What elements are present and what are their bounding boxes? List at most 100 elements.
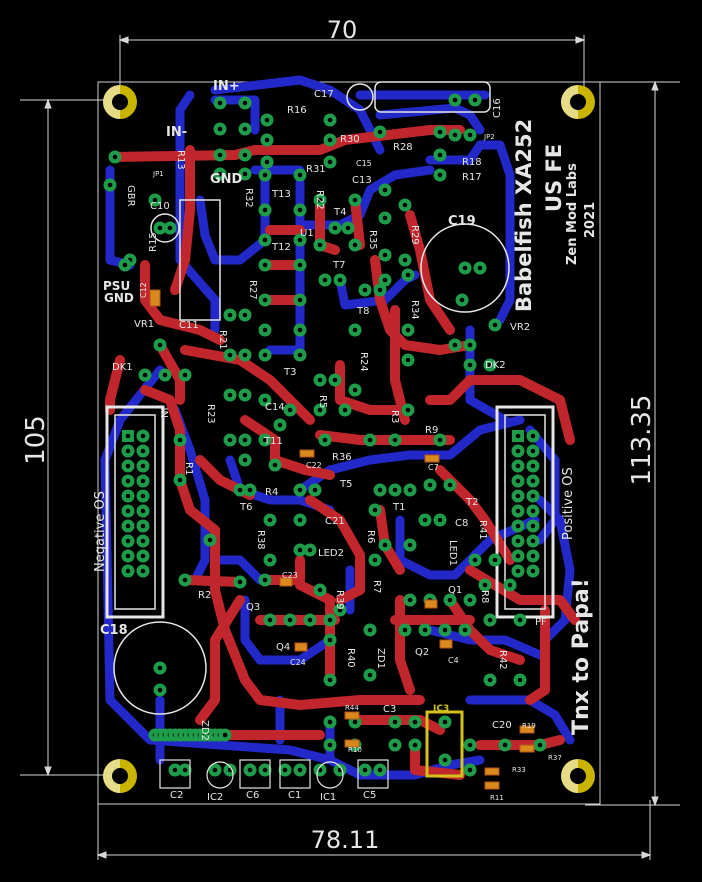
board-year: 2021 [583, 202, 598, 238]
pad-drill [312, 487, 318, 493]
dimension-lines [20, 35, 680, 860]
pad-drill [530, 508, 536, 514]
board-outline [97, 81, 601, 805]
pad-drill [222, 732, 228, 738]
pad-drill [177, 477, 183, 483]
label-led2: LED2 [318, 548, 344, 559]
pad-drill [112, 154, 118, 160]
pad-drill [125, 523, 131, 529]
pad-drill [382, 215, 388, 221]
label-t13: T13 [271, 189, 291, 200]
pad-drill [515, 463, 521, 469]
large-capacitors [113, 81, 510, 715]
label-r23: R23 [205, 404, 216, 424]
pad-drill [125, 553, 131, 559]
mounting-holes [103, 85, 595, 793]
smd-parts [149, 289, 535, 790]
label-c13: C13 [352, 175, 372, 186]
pad-drill [530, 568, 536, 574]
pad-drill [327, 117, 333, 123]
label-c16: C16 [492, 98, 503, 118]
pad-drill [307, 547, 313, 553]
pad-drill [157, 687, 163, 693]
pad-drill [297, 547, 303, 553]
pad-drill [140, 538, 146, 544]
pad-drill [367, 672, 373, 678]
pad-drill [407, 487, 413, 493]
pad-drill [530, 553, 536, 559]
pad-drill [227, 392, 233, 398]
dimension-bottom: 78.11 [311, 826, 380, 854]
label-pf: PF [535, 617, 547, 628]
label-c12: C12 [139, 282, 148, 298]
pad-drill [352, 327, 358, 333]
pad-drill [437, 437, 443, 443]
pad-drill [442, 719, 448, 725]
pad-drill [405, 407, 411, 413]
pad-drill [377, 129, 383, 135]
pad-drill [377, 487, 383, 493]
pad-drill [172, 767, 178, 773]
pad-drill [492, 557, 498, 563]
pad-drill [530, 433, 536, 439]
pad-drill [125, 478, 131, 484]
pad-drill [242, 457, 248, 463]
label-vr2: VR2 [510, 322, 530, 333]
pad-drill [242, 171, 248, 177]
label-r15: R15 [148, 232, 159, 252]
label-r39: R39 [334, 590, 345, 610]
pad-drill [447, 597, 453, 603]
pad-drill [125, 463, 131, 469]
label-dk2: DK2 [485, 360, 506, 371]
pad-drill [297, 237, 303, 243]
dimension-right: 113.35 [627, 395, 657, 486]
label-r17: R17 [462, 172, 482, 183]
label-c19: C19 [448, 214, 476, 229]
label-t12: T12 [271, 242, 291, 253]
label-c14: C14 [265, 402, 285, 413]
component-labels: C19 C18 C17 C16 C15 C13 C10 C11 C14 C21 … [100, 89, 562, 803]
pad-drill [262, 352, 268, 358]
pad-drill [122, 262, 128, 268]
pad-drill [472, 557, 478, 563]
pad-drill [125, 493, 131, 499]
pad-drill [317, 377, 323, 383]
pad-drill [125, 568, 131, 574]
label-nf: NF [160, 405, 171, 418]
label-r22: R22 [314, 190, 325, 210]
label-vr1: VR1 [134, 319, 154, 330]
pad-drill [537, 742, 543, 748]
pad-drill [515, 568, 521, 574]
pad-drill [322, 437, 328, 443]
pad-drill [412, 719, 418, 725]
pad-drill [317, 242, 323, 248]
pad-drill [392, 487, 398, 493]
pad-drill [382, 252, 388, 258]
pad-drill [405, 327, 411, 333]
psu-gnd-label: GND [104, 291, 134, 305]
pad-drill [407, 542, 413, 548]
label-r35: R35 [367, 230, 378, 250]
label-c21: C21 [325, 516, 345, 527]
pad-drill [407, 597, 413, 603]
pad-drill [515, 448, 521, 454]
pad-drill [437, 129, 443, 135]
pad-drill [492, 322, 498, 328]
pad-drill [267, 617, 273, 623]
pad-drill [402, 202, 408, 208]
pad-drill [327, 677, 333, 683]
pad-drill [157, 225, 163, 231]
pad-drill [467, 362, 473, 368]
pad-drill [277, 422, 283, 428]
pad-drill [382, 542, 388, 548]
pad-drill [140, 433, 146, 439]
label-c22: C22 [306, 461, 322, 470]
label-q1: Q1 [448, 585, 462, 596]
pad-drill [182, 767, 188, 773]
label-ic3: IC3 [433, 704, 449, 714]
label-c23: C23 [282, 571, 298, 580]
label-q4: Q4 [276, 642, 290, 653]
pad-drill [107, 182, 113, 188]
pad-drill [177, 437, 183, 443]
